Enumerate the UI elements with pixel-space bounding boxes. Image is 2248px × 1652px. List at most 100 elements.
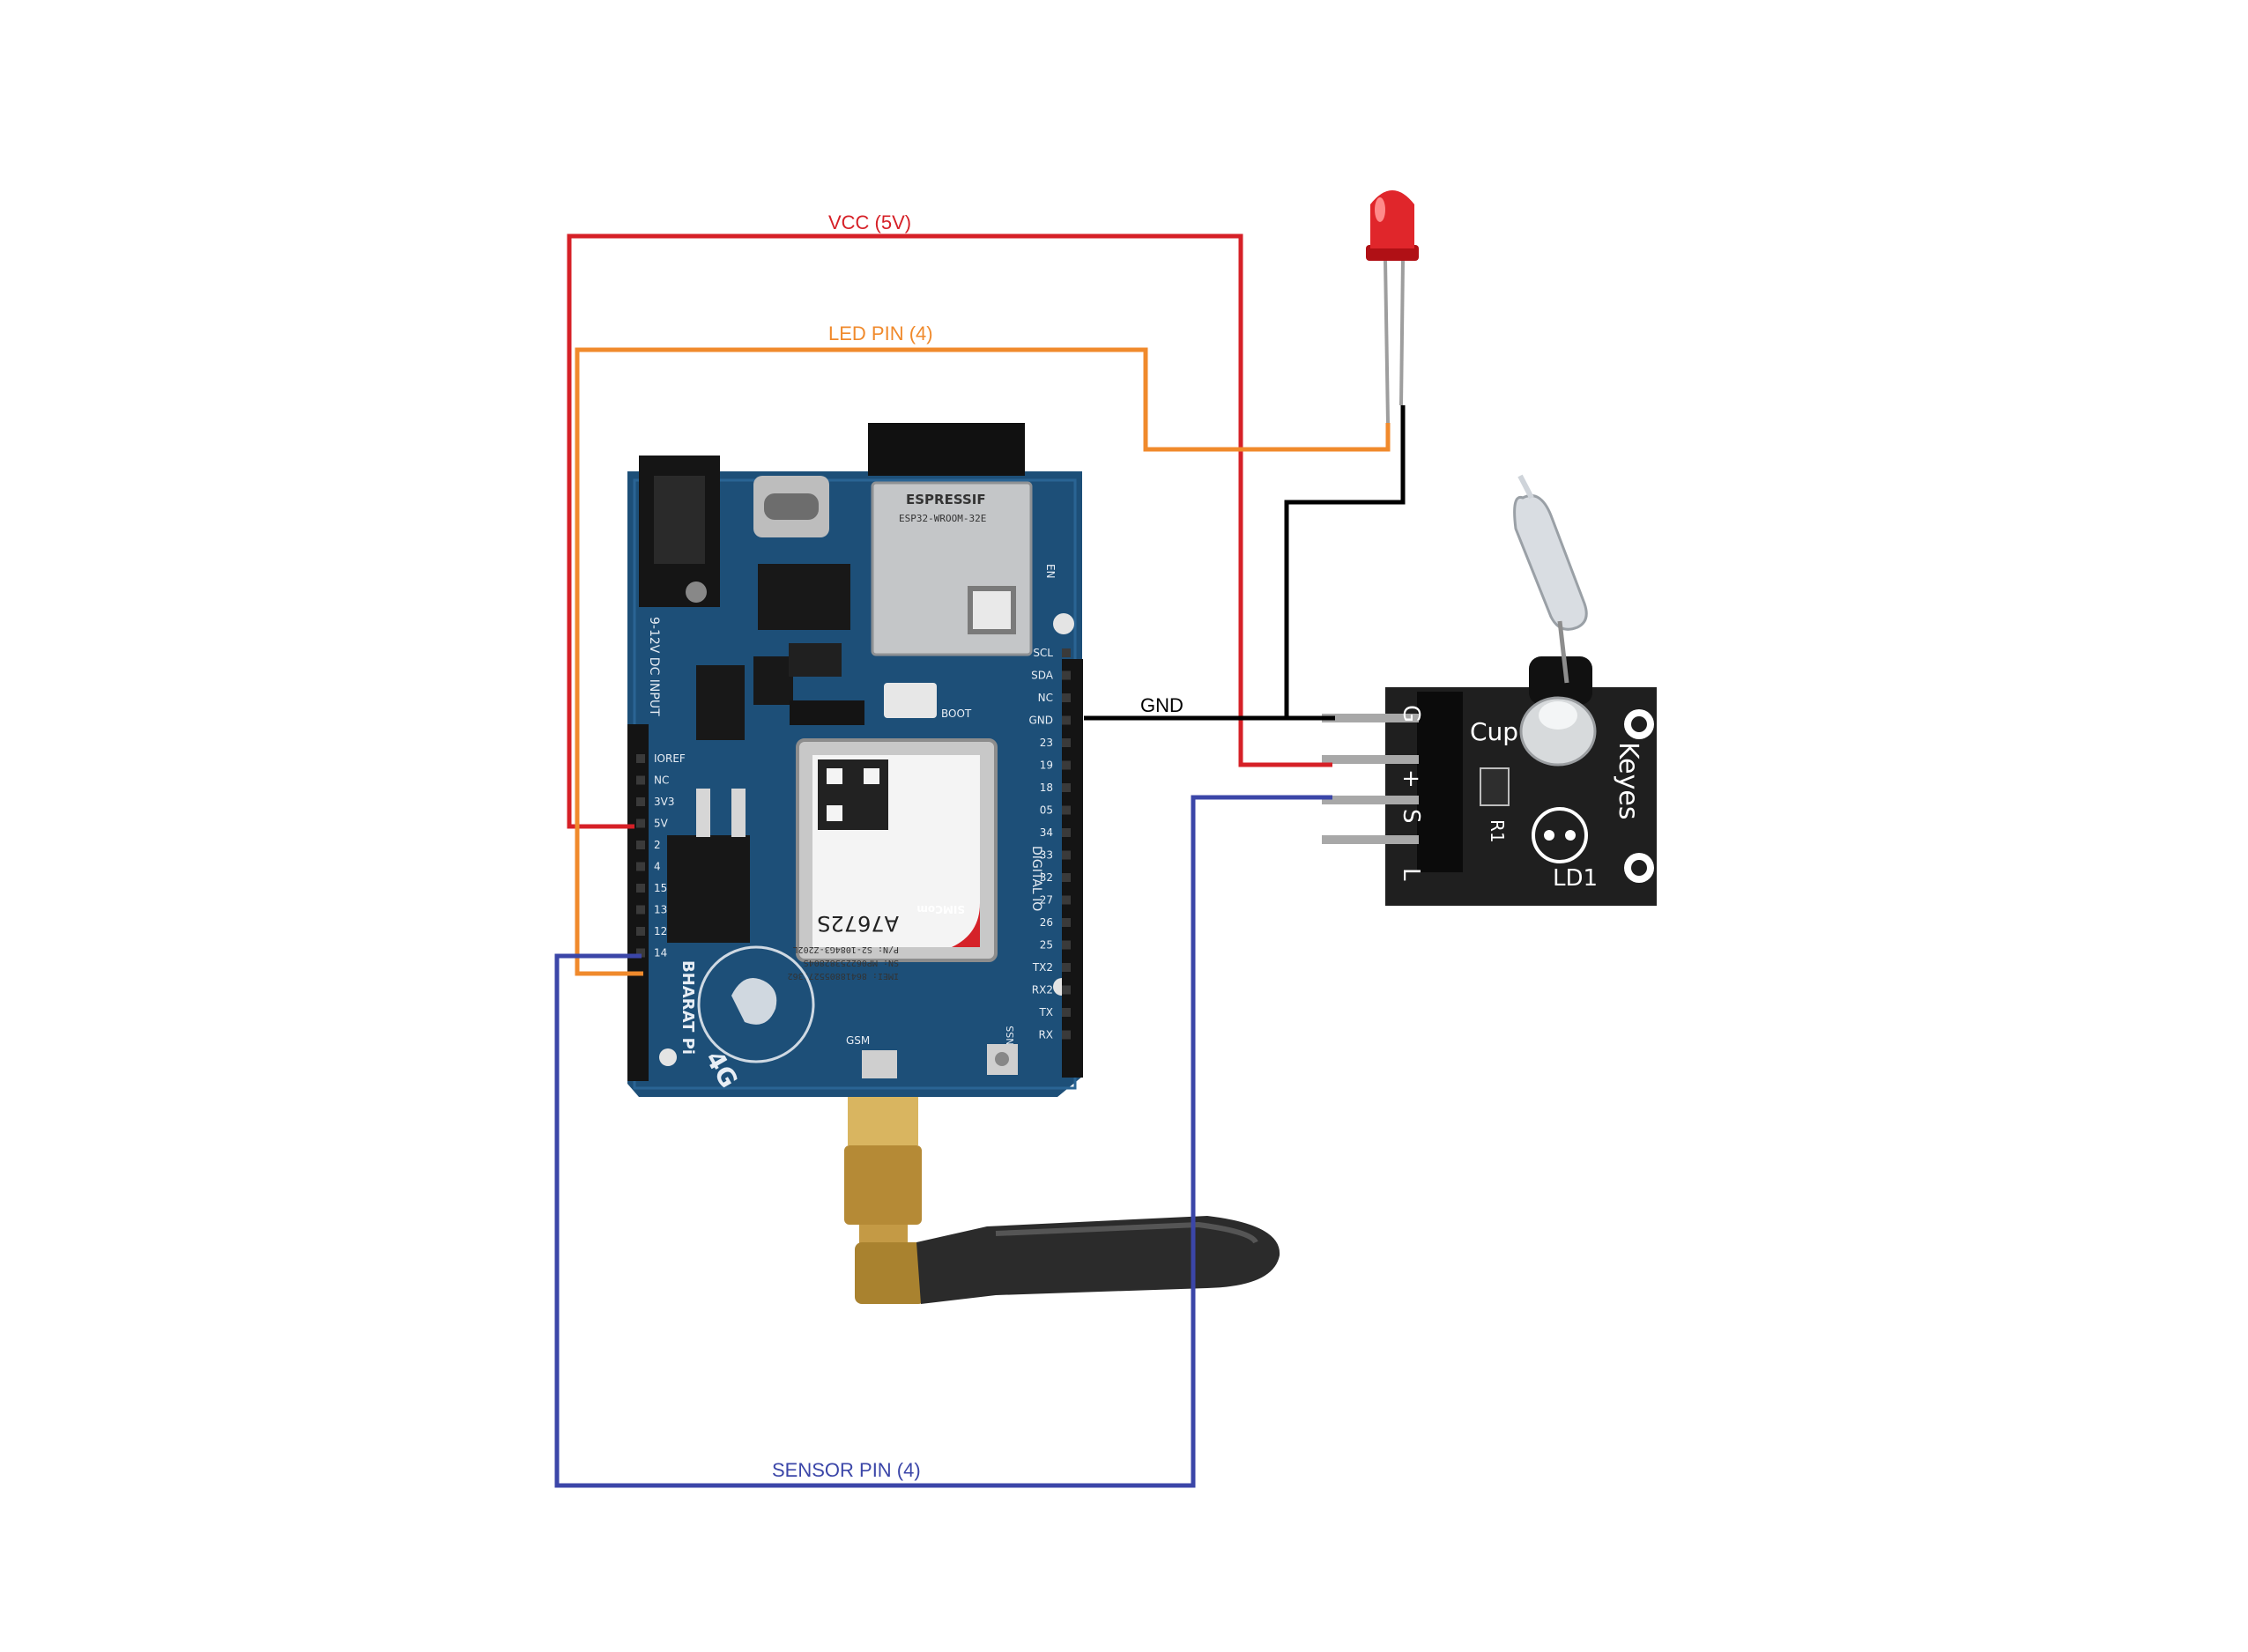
mount-hole xyxy=(659,1048,677,1066)
header-pin xyxy=(636,905,645,915)
pin-label: IOREF xyxy=(654,752,686,765)
pin-label: 14 xyxy=(654,947,667,959)
sensor-cup-label: Cup xyxy=(1470,717,1518,746)
esp32-brand: ESPRESSIF xyxy=(906,492,986,507)
header-pin xyxy=(636,841,645,849)
keyes-sensor-module: G + S L Cup R1 Keyes LD1 xyxy=(1322,474,1657,906)
sensor-pin-header xyxy=(1417,692,1463,872)
header-pin xyxy=(1062,1030,1071,1040)
header-pin xyxy=(1062,760,1071,770)
header-pin xyxy=(636,948,645,958)
header-pin xyxy=(1062,783,1071,792)
header-pin xyxy=(1062,963,1071,972)
wires xyxy=(554,233,1406,1488)
sensor-pin-s-label: S xyxy=(1398,809,1424,824)
esp32-module: ESPRESSIF ESP32-WROOM-32E xyxy=(868,423,1033,656)
sensor-pin-g-label: G xyxy=(1398,705,1424,722)
right-pin-header xyxy=(1062,659,1083,1078)
gsm-module: A7672S P/N: S2-1084G3-Z202L SN: MP062253… xyxy=(788,738,998,981)
sensor-resistor xyxy=(1480,767,1510,806)
header-pin xyxy=(1062,895,1071,905)
bharat-pi-logo xyxy=(697,945,815,1063)
digital-io-label: DIGITAL IO xyxy=(1029,846,1043,911)
gnd-wire-label: GND xyxy=(1140,694,1183,716)
pin-label: 4 xyxy=(654,861,661,873)
pin-label: 33 xyxy=(1040,849,1053,862)
pin-label: 18 xyxy=(1040,782,1053,794)
header-pin xyxy=(636,754,645,763)
pin-label: NC xyxy=(1038,692,1053,704)
header-pin xyxy=(1062,850,1071,860)
sensor-r1-label: R1 xyxy=(1487,819,1508,843)
sensor-ld1-label: LD1 xyxy=(1553,865,1598,892)
header-pin xyxy=(1062,805,1071,815)
pin-label: NC xyxy=(654,774,669,787)
gsm-sn: SN: MP06225382804S xyxy=(804,958,899,967)
led-rim xyxy=(1366,245,1419,261)
led-wire xyxy=(575,347,1391,976)
pin-label: 3V3 xyxy=(654,796,674,808)
gsm-model: A7672S xyxy=(817,911,899,936)
boot-header xyxy=(790,700,864,725)
header-pin xyxy=(1062,1008,1071,1017)
header-pin xyxy=(636,797,645,806)
pin-label: SCL xyxy=(1033,647,1053,659)
pin-label: 23 xyxy=(1040,737,1053,749)
red-led xyxy=(1366,190,1419,424)
gsm-pn: P/N: S2-1084G3-Z202L xyxy=(793,945,899,954)
tilt-switch-bulb xyxy=(1513,494,1588,631)
pin-label: TX xyxy=(1038,1006,1053,1019)
header-pin xyxy=(636,775,645,785)
pin-label: 26 xyxy=(1040,916,1053,929)
pin-label: 34 xyxy=(1040,826,1053,839)
sensor-wire-label: SENSOR PIN (4) xyxy=(772,1459,921,1481)
pin-label: 19 xyxy=(1040,759,1053,772)
pin-label: TX2 xyxy=(1032,961,1053,974)
gsm-imei: IMEI: 864188055271362 xyxy=(788,971,899,981)
antenna xyxy=(844,1048,1280,1304)
header-pin xyxy=(636,927,645,936)
pin-label: 32 xyxy=(1040,871,1053,884)
bharat-pi-board: 9-12V DC INPUT BOOT ESPRESSIF ESP32-WROO… xyxy=(627,423,1083,1097)
led-leg-short xyxy=(1399,259,1405,406)
gnd-wire-led xyxy=(1284,405,1406,718)
usb-uart-chip xyxy=(758,564,850,630)
esp32-model: ESP32-WROOM-32E xyxy=(899,513,986,524)
sensor-wire xyxy=(554,795,1332,1488)
en-label: EN xyxy=(1044,564,1057,579)
pin-label: RX2 xyxy=(1032,984,1053,996)
boot-button xyxy=(884,683,937,718)
boot-label: BOOT xyxy=(941,707,972,720)
pin-label: RX xyxy=(1038,1029,1053,1041)
header-pin xyxy=(636,819,645,828)
tilt-switch-sleeve xyxy=(1529,656,1592,705)
header-pin xyxy=(1062,873,1071,882)
pin-label: 15 xyxy=(654,882,667,894)
sensor-led-pad xyxy=(1532,807,1588,863)
antenna-whip xyxy=(916,1216,1280,1304)
pin-label: SDA xyxy=(1031,670,1054,682)
header-pin xyxy=(1062,738,1071,747)
pin-label: 5V xyxy=(654,818,669,830)
led-leg-long xyxy=(1384,259,1390,424)
header-pin xyxy=(636,862,645,871)
pin-label: 25 xyxy=(1040,939,1053,952)
pin-label: GND xyxy=(1028,715,1053,727)
header-pin xyxy=(1062,918,1071,927)
pin-label: 27 xyxy=(1040,894,1053,907)
led-wire-label: LED PIN (4) xyxy=(828,322,933,344)
header-pin xyxy=(1062,670,1071,680)
mount-hole xyxy=(1053,613,1074,634)
vcc-wire-label: VCC (5V) xyxy=(828,211,911,233)
header-pin xyxy=(1062,985,1071,995)
sensor-pin-plus-label: + xyxy=(1398,769,1424,789)
sensor-pin-l-label: L xyxy=(1398,868,1424,881)
pin-label: 2 xyxy=(654,839,661,851)
pin-label: 12 xyxy=(654,925,667,937)
sensor-brand: Keyes xyxy=(1613,742,1643,819)
gsm-brand: SIMCom xyxy=(916,903,965,915)
header-pin xyxy=(1062,693,1071,702)
header-pin xyxy=(1062,828,1071,837)
